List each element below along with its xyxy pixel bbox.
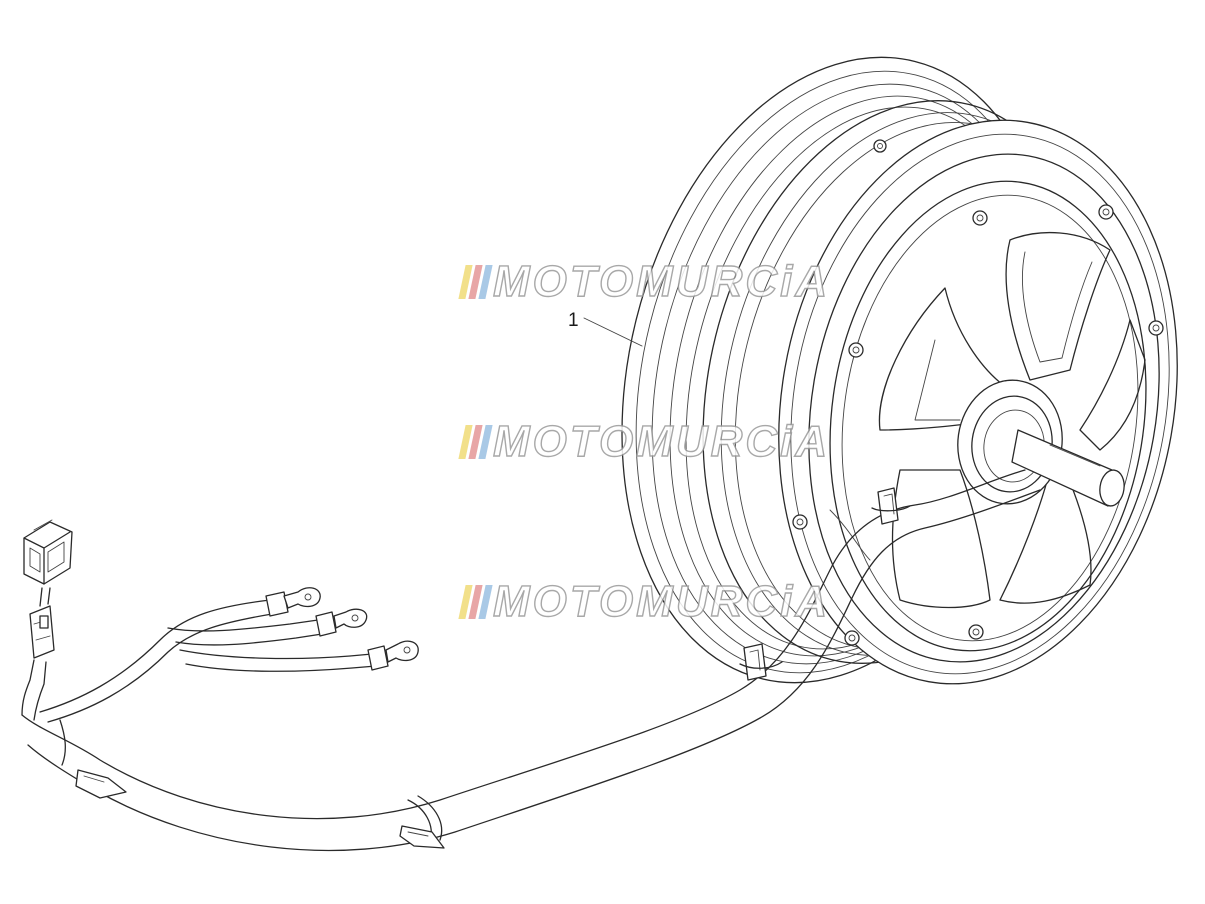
watermark-text: MOTOMURCiA [492, 257, 831, 306]
leader-line [583, 317, 643, 347]
watermark-text: MOTOMURCiA [492, 577, 831, 626]
callout-number: 1 [568, 310, 579, 331]
watermark-bars [458, 265, 493, 299]
watermark-text: MOTOMURCiA [492, 417, 831, 466]
cable-clip [871, 487, 911, 525]
connector-icon [29, 605, 55, 659]
cable-clip [399, 825, 445, 849]
watermark-bars [458, 585, 493, 619]
watermark-logo: MOTOMURCiA [458, 257, 831, 306]
watermark-bars [458, 425, 493, 459]
bolt-icon [792, 139, 1164, 646]
hub-motor-wheel [621, 56, 1178, 685]
ring-terminal-icon [333, 608, 368, 629]
cable-clip [75, 769, 127, 799]
cable-clip [739, 643, 783, 681]
multipin-connector-icon [23, 519, 73, 585]
ring-terminal-icon [283, 587, 321, 609]
callout-1[interactable]: 1 [568, 310, 643, 347]
watermark-logo: MOTOMURCiA [458, 417, 831, 466]
watermark-logo: MOTOMURCiA [458, 577, 831, 626]
ring-terminal-icon [385, 640, 419, 663]
cable-harness [21, 469, 1041, 852]
